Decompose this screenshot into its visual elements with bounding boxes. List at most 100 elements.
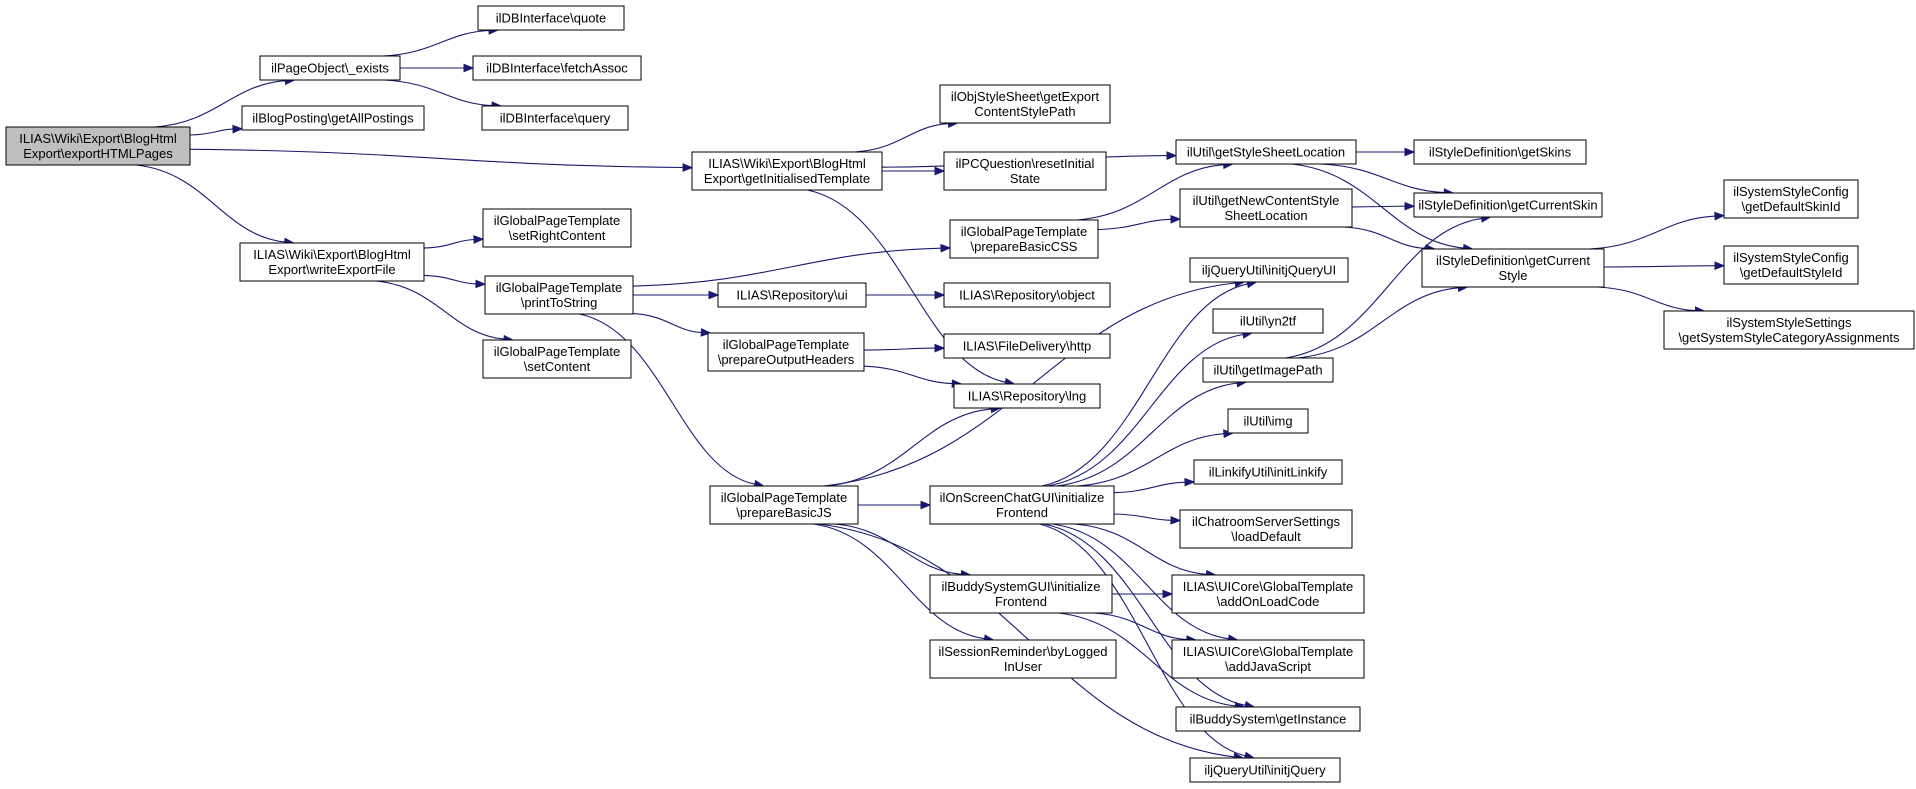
graph-node-box: [929, 485, 1115, 525]
graph-node-box: [943, 333, 1111, 359]
graph-edge-line: [632, 313, 702, 334]
graph-edge-gpt-basicjs-to-buddy-init: [834, 523, 972, 579]
graph-node-sysstyle-styleid[interactable]: ilSystemStyleConfig\getDefaultStyleId: [1723, 245, 1859, 285]
graph-node-write-export[interactable]: ILIAS\Wiki\Export\BlogHtmlExport\writeEx…: [239, 242, 425, 282]
graph-edge-line: [863, 365, 953, 385]
graph-node-buddy-getinstance[interactable]: ilBuddySystem\getInstance: [1175, 706, 1361, 732]
graph-edge-arrowhead: [920, 500, 932, 510]
graph-edge-line: [154, 80, 286, 128]
graph-edge-util-getnewcontent-to-styledef-currentskin: [1351, 201, 1416, 211]
graph-node-box: [1175, 706, 1361, 732]
graph-edge-line: [807, 189, 1006, 383]
graph-node-gpt-setcontent[interactable]: ilGlobalPageTemplate\setContent: [482, 339, 632, 379]
graph-node-gt-onload[interactable]: ILIAS\UICore\GlobalTemplate\addOnLoadCod…: [1171, 574, 1365, 614]
graph-node-label-line: ilDBInterface\quote: [496, 11, 607, 26]
graph-node-label-line: InUser: [1004, 659, 1043, 674]
graph-node-label-line: ilPCQuestion\resetInitial: [956, 156, 1095, 171]
graph-node-util-img[interactable]: ilUtil\img: [1227, 408, 1309, 434]
graph-node-linkify[interactable]: ilLinkifyUtil\initLinkify: [1193, 459, 1343, 485]
graph-edge-root-to-blog-getall: [189, 124, 244, 136]
graph-edge-line: [1093, 612, 1187, 641]
graph-node-box: [1171, 574, 1365, 614]
graph-edge-write-export-to-gpt-printtostring: [423, 274, 487, 289]
graph-node-box: [1179, 188, 1353, 228]
graph-node-box: [717, 282, 867, 308]
graph-node-label-line: ilGlobalPageTemplate: [494, 344, 620, 359]
graph-edge-line: [1285, 217, 1482, 359]
graph-node-label-line: ilGlobalPageTemplate: [496, 280, 622, 295]
graph-node-label-line: \getDefaultSkinId: [1741, 199, 1840, 214]
graph-node-styledef-currentskin[interactable]: ilStyleDefinition\getCurrentSkin: [1413, 192, 1603, 218]
graph-edge-line: [1039, 523, 1246, 757]
graph-node-box: [1202, 357, 1334, 383]
graph-node-box: [949, 219, 1099, 259]
graph-node-box: [943, 282, 1111, 308]
graph-node-root[interactable]: ILIAS\Wiki\Export\BlogHtmlExport\exportH…: [5, 126, 191, 166]
graph-node-objstyle-getexport[interactable]: ilObjStyleSheet\getExportContentStylePat…: [939, 84, 1111, 124]
graph-edge-arrowhead: [232, 124, 244, 134]
graph-node-label-line: ILIAS\Wiki\Export\BlogHtml: [708, 156, 866, 171]
graph-node-repo-object[interactable]: ILIAS\Repository\object: [943, 282, 1111, 308]
graph-node-filedelivery-http[interactable]: ILIAS\FileDelivery\http: [943, 333, 1111, 359]
graph-node-jquery-ui[interactable]: iljQueryUtil\initjQueryUI: [1189, 257, 1349, 283]
graph-edge-line: [189, 128, 234, 136]
graph-node-get-init-tpl[interactable]: ILIAS\Wiki\Export\BlogHtmlExport\getInit…: [691, 151, 883, 191]
graph-edge-line: [1320, 163, 1445, 194]
graph-node-util-yn2tf[interactable]: ilUtil\yn2tf: [1212, 308, 1324, 334]
graph-node-gt-addjs[interactable]: ILIAS\UICore\GlobalTemplate\addJavaScrip…: [1171, 639, 1365, 679]
graph-edge-arrowhead: [1404, 147, 1416, 157]
graph-node-box: [1212, 308, 1324, 334]
graph-node-gpt-outputheaders[interactable]: ilGlobalPageTemplate\prepareOutputHeader…: [707, 332, 865, 372]
graph-node-label-line: \getSystemStyleCategoryAssignments: [1678, 330, 1900, 345]
graph-node-pageobj-exists[interactable]: ilPageObject\_exists: [259, 55, 401, 81]
graph-node-label-line: \printToString: [521, 295, 598, 310]
graph-edge-line: [1113, 513, 1172, 521]
graph-node-label-line: Export\exportHTMLPages: [23, 146, 173, 161]
graph-node-label-line: ilBuddySystem\getInstance: [1190, 712, 1347, 727]
graph-node-label-line: \addJavaScript: [1225, 659, 1311, 674]
graph-node-label-line: ILIAS\Repository\ui: [736, 288, 847, 303]
graph-node-jquery-init[interactable]: iljQueryUtil\initjQuery: [1189, 757, 1341, 783]
graph-edge-pageobj-exists-to-db-fetch: [400, 63, 475, 73]
graph-node-gpt-basicjs[interactable]: ilGlobalPageTemplate\prepareBasicJS: [709, 485, 859, 525]
graph-edge-get-init-tpl-to-pcq-reset: [881, 166, 946, 176]
graph-node-label-line: ILIAS\UICore\GlobalTemplate: [1183, 579, 1354, 594]
graph-node-db-quote[interactable]: ilDBInterface\quote: [477, 5, 625, 31]
graph-node-db-query[interactable]: ilDBInterface\query: [481, 105, 629, 131]
graph-node-chatroom-load[interactable]: ilChatroomServerSettings\loadDefault: [1179, 509, 1353, 549]
graph-node-blog-getall[interactable]: ilBlogPosting\getAllPostings: [241, 105, 425, 131]
graph-node-sysstyle-skinid[interactable]: ilSystemStyleConfig\getDefaultSkinId: [1723, 179, 1859, 219]
graph-edge-pageobj-exists-to-db-quote: [382, 26, 500, 57]
graph-node-label-line: ilUtil\getStyleSheetLocation: [1187, 145, 1345, 160]
graph-node-util-getimagepath[interactable]: ilUtil\getImagePath: [1202, 357, 1334, 383]
graph-node-label-line: ilSystemStyleConfig: [1733, 250, 1849, 265]
graph-edge-chat-init-to-linkify: [1113, 477, 1196, 494]
graph-edge-arrowhead: [1714, 211, 1726, 221]
graph-node-util-getstylesheet[interactable]: ilUtil\getStyleSheetLocation: [1175, 139, 1357, 165]
graph-node-db-fetch[interactable]: ilDBInterface\fetchAssoc: [472, 55, 642, 81]
graph-node-label-line: SheetLocation: [1224, 208, 1307, 223]
graph-edge-util-getnewcontent-to-styledef-currentstyle: [1344, 226, 1437, 253]
graph-node-gpt-printtostring[interactable]: ilGlobalPageTemplate\printToString: [484, 275, 634, 315]
graph-node-box: [709, 485, 859, 525]
graph-node-sysstyle-assign[interactable]: ilSystemStyleSettings\getSystemStyleCate…: [1663, 310, 1915, 350]
graph-node-label-line: ILIAS\Repository\object: [959, 288, 1095, 303]
graph-node-label-line: Frontend: [996, 505, 1048, 520]
graph-node-repo-ui[interactable]: ILIAS\Repository\ui: [717, 282, 867, 308]
graph-node-styledef-getskins[interactable]: ilStyleDefinition\getSkins: [1413, 139, 1587, 165]
graph-edge-styledef-currentstyle-to-sysstyle-skinid: [1589, 211, 1726, 250]
graph-edge-arrowhead: [682, 163, 694, 172]
graph-node-box: [241, 105, 425, 131]
graph-node-repo-lng[interactable]: ILIAS\Repository\lng: [953, 383, 1101, 409]
graph-node-gpt-basiccss[interactable]: ilGlobalPageTemplate\prepareBasicCSS: [949, 219, 1099, 259]
graph-node-label-line: ilUtil\getNewContentStyle: [1193, 193, 1340, 208]
graph-node-gpt-setright[interactable]: ilGlobalPageTemplate\setRightContent: [482, 208, 632, 248]
graph-node-label-line: ilUtil\yn2tf: [1240, 314, 1297, 329]
graph-edge-arrowhead: [708, 290, 720, 300]
